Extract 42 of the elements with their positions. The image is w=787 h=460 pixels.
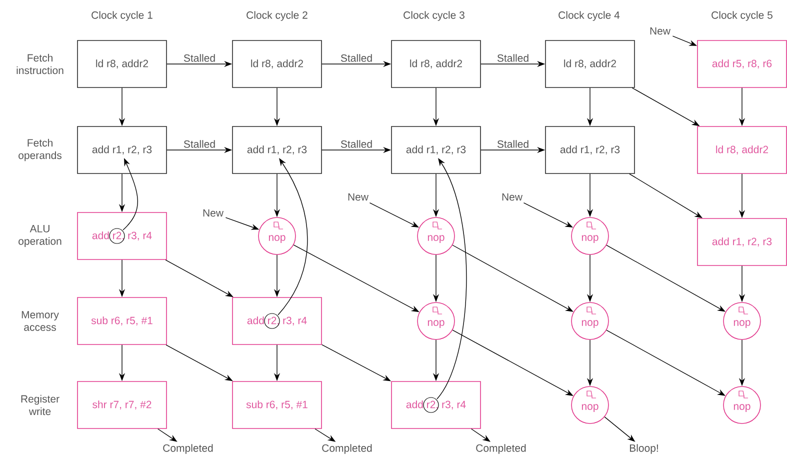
instruction-box: ld r8, addr2 xyxy=(77,40,167,88)
note-text: Bloop! xyxy=(630,444,658,454)
row-label: Memory access xyxy=(22,311,59,331)
row-label: Register write xyxy=(21,394,60,416)
instruction-box: add r5, r8, r6 xyxy=(697,40,787,88)
column-header: Clock cycle 2 xyxy=(246,11,308,21)
note-text: New xyxy=(650,27,671,35)
instruction-box: ld r8, addr2 xyxy=(391,40,481,88)
row-label: Fetch operands xyxy=(18,138,62,162)
edge-label: Stalled xyxy=(340,54,372,62)
edge-label: Stalled xyxy=(340,140,372,148)
instruction-box: add r1, r2, r3 xyxy=(77,126,167,174)
row-label: Fetch instruction xyxy=(16,54,64,74)
instruction-box: add r2, r3, r4 xyxy=(391,381,481,429)
instruction-box: ld r8, addr2 xyxy=(545,40,635,88)
column-header: Clock cycle 5 xyxy=(712,11,772,21)
note-text: New xyxy=(502,193,523,201)
instruction-box: sub r6, r5, #1 xyxy=(77,297,167,345)
row-label: ALU operation xyxy=(18,225,62,247)
column-header: Clock cycle 4 xyxy=(558,11,620,21)
note-text: Completed xyxy=(322,444,372,454)
column-header: Clock cycle 1 xyxy=(92,11,152,21)
arrow xyxy=(278,158,308,316)
edge-label: Stalled xyxy=(184,54,215,62)
instruction-box: ld r8, addr2 xyxy=(697,126,787,174)
edge-label: Stalled xyxy=(497,54,528,62)
note-text: New xyxy=(203,209,224,217)
instruction-box: add r1, r2, r3 xyxy=(391,126,481,174)
edge-label: Stalled xyxy=(184,140,215,148)
edge-label: Stalled xyxy=(497,140,528,148)
column-header: Clock cycle 3 xyxy=(404,11,464,21)
instruction-box: sub r6, r5, #1 xyxy=(232,381,322,429)
instruction-box: add r1, r2, r3 xyxy=(697,218,787,266)
instruction-box: add r1, r2, r3 xyxy=(232,126,322,174)
instruction-box: ld r8, addr2 xyxy=(232,40,322,88)
note-text: New xyxy=(348,193,369,201)
note-text: Completed xyxy=(476,444,526,454)
instruction-box: add r2, r3, r4 xyxy=(77,212,167,260)
instruction-box: add r1, r2, r3 xyxy=(545,126,635,174)
note-text: Completed xyxy=(163,444,213,454)
instruction-box: shr r7, r7, #2 xyxy=(77,381,167,429)
instruction-box: add r2, r3, r4 xyxy=(232,297,322,345)
